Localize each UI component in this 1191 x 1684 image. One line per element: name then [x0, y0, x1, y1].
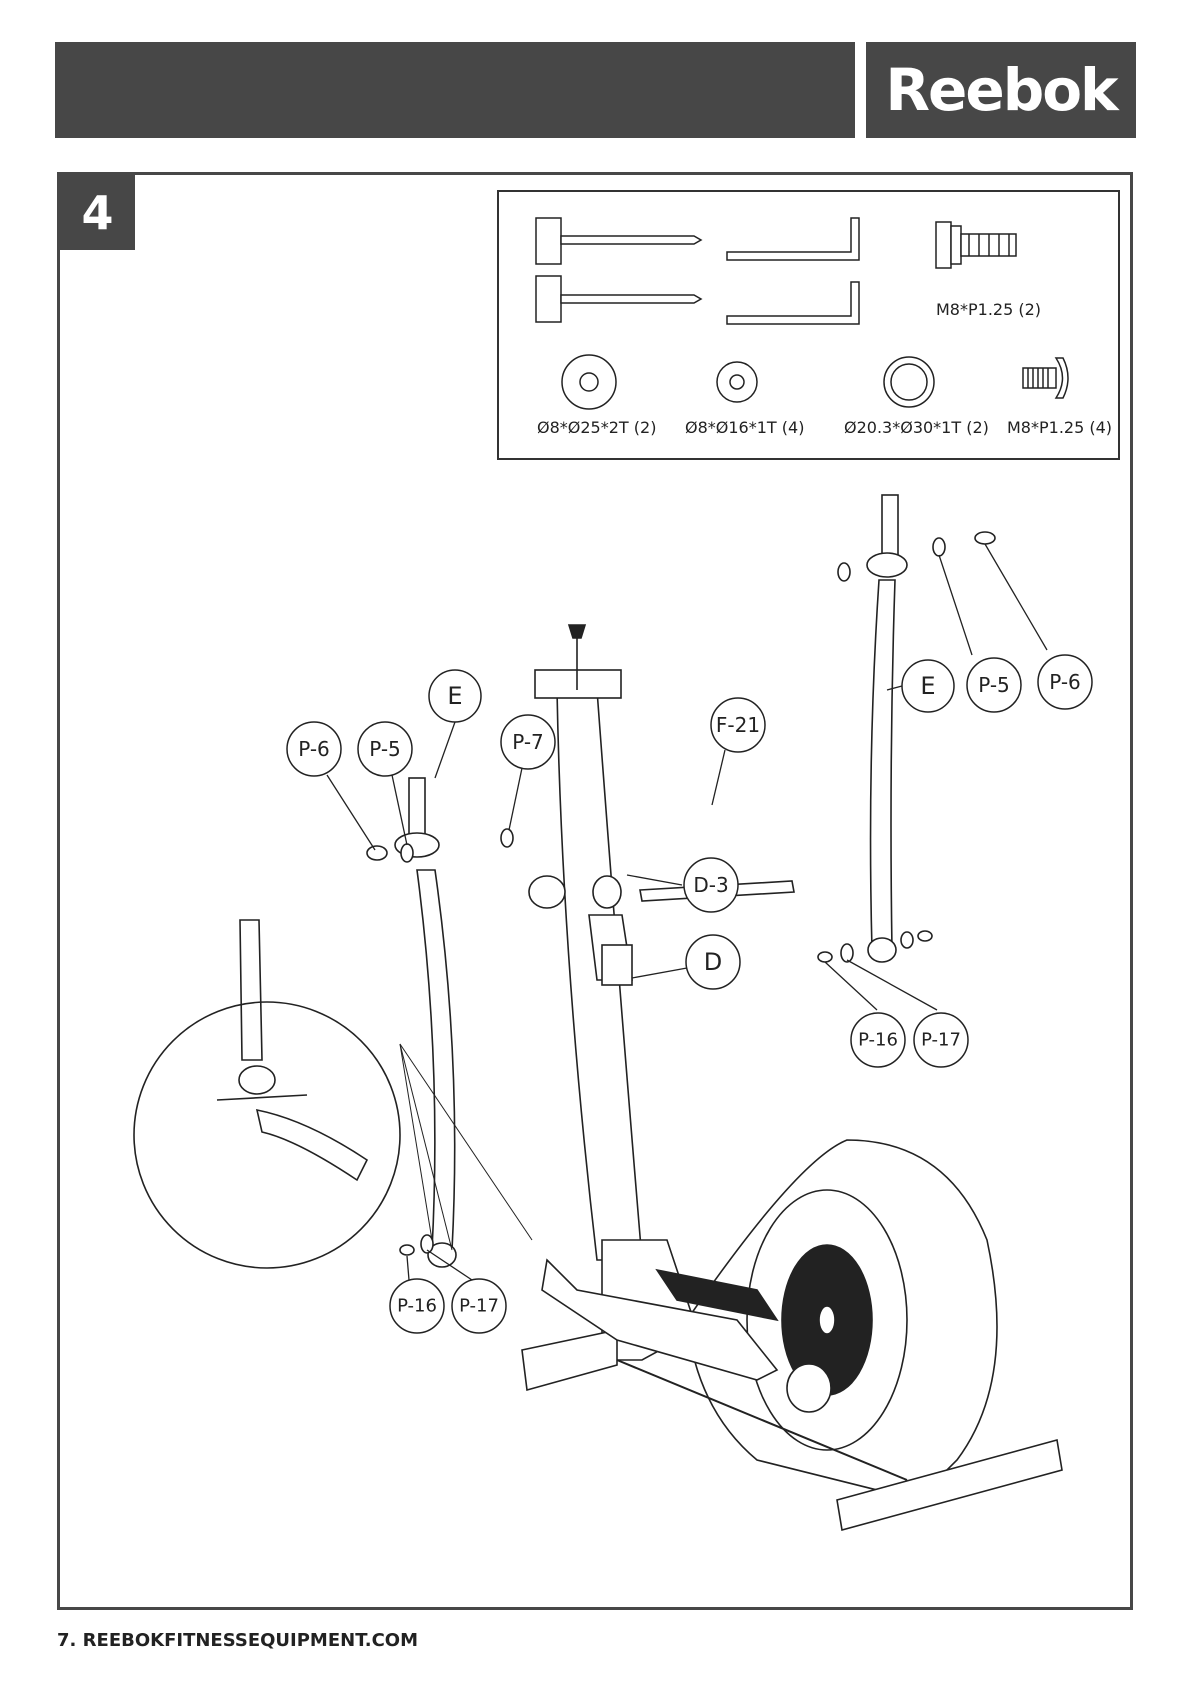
step-number: 4: [60, 175, 135, 250]
small-washer-icon: [717, 362, 757, 402]
website-link[interactable]: REEBOKFITNESSEQUIPMENT.COM: [83, 1630, 418, 1651]
detail-magnifier: [134, 1002, 400, 1268]
callout-p16-right-text: P-16: [858, 1030, 898, 1051]
bolt-icon: [936, 222, 1016, 268]
callout-p5-left-text: P-5: [369, 737, 401, 761]
bolt-label: M8*P1.25 (2): [936, 300, 1041, 319]
footer: 7. REEBOKFITNESSEQUIPMENT.COM: [57, 1630, 418, 1651]
hardware-box: M8*P1.25 (2) Ø8*Ø25*2T (2) Ø8*Ø16*1T (4)…: [497, 190, 1120, 460]
callout-f21-text: F-21: [716, 713, 760, 737]
callout-p16-left-text: P-16: [397, 1296, 437, 1317]
callout-d-text: D: [704, 948, 722, 976]
brand-box: Reebok: [866, 42, 1136, 138]
callout-p6-left-text: P-6: [298, 737, 330, 761]
header-bar: [55, 42, 855, 138]
spanner-tool-icon: [536, 218, 701, 322]
button-screw-label: M8*P1.25 (4): [1007, 418, 1112, 437]
callout-e-left-text: E: [447, 682, 462, 710]
allen-key-icon: [727, 218, 859, 324]
large-washer-icon: [562, 355, 616, 409]
callout-p7-text: P-7: [512, 730, 544, 754]
callout-d3-text: D-3: [693, 873, 728, 897]
callout-p17-right-text: P-17: [921, 1030, 961, 1051]
right-arm-e: [871, 580, 895, 950]
callout-p5-right-text: P-5: [978, 673, 1010, 697]
callout-e-right-text: E: [920, 672, 935, 700]
thin-washer-label: Ø20.3*Ø30*1T (2): [844, 418, 989, 437]
thin-washer-icon: [884, 357, 934, 407]
front-stabilizer: [522, 1330, 617, 1390]
assembly-drawing: E P-6 P-5 P-7 F-21 D-3 D E P-5 P-6 P-16 …: [57, 460, 1133, 1600]
small-washer-label: Ø8*Ø16*1T (4): [685, 418, 804, 437]
callout-p6-right-text: P-6: [1049, 670, 1081, 694]
mast-top-plate: [535, 670, 621, 698]
left-arm-e: [417, 870, 455, 1250]
reebok-logo: Reebok: [885, 56, 1116, 124]
button-screw-icon: [1023, 358, 1068, 398]
page-number: 7.: [57, 1630, 76, 1651]
callout-p17-left-text: P-17: [459, 1296, 499, 1317]
large-washer-label: Ø8*Ø25*2T (2): [537, 418, 656, 437]
